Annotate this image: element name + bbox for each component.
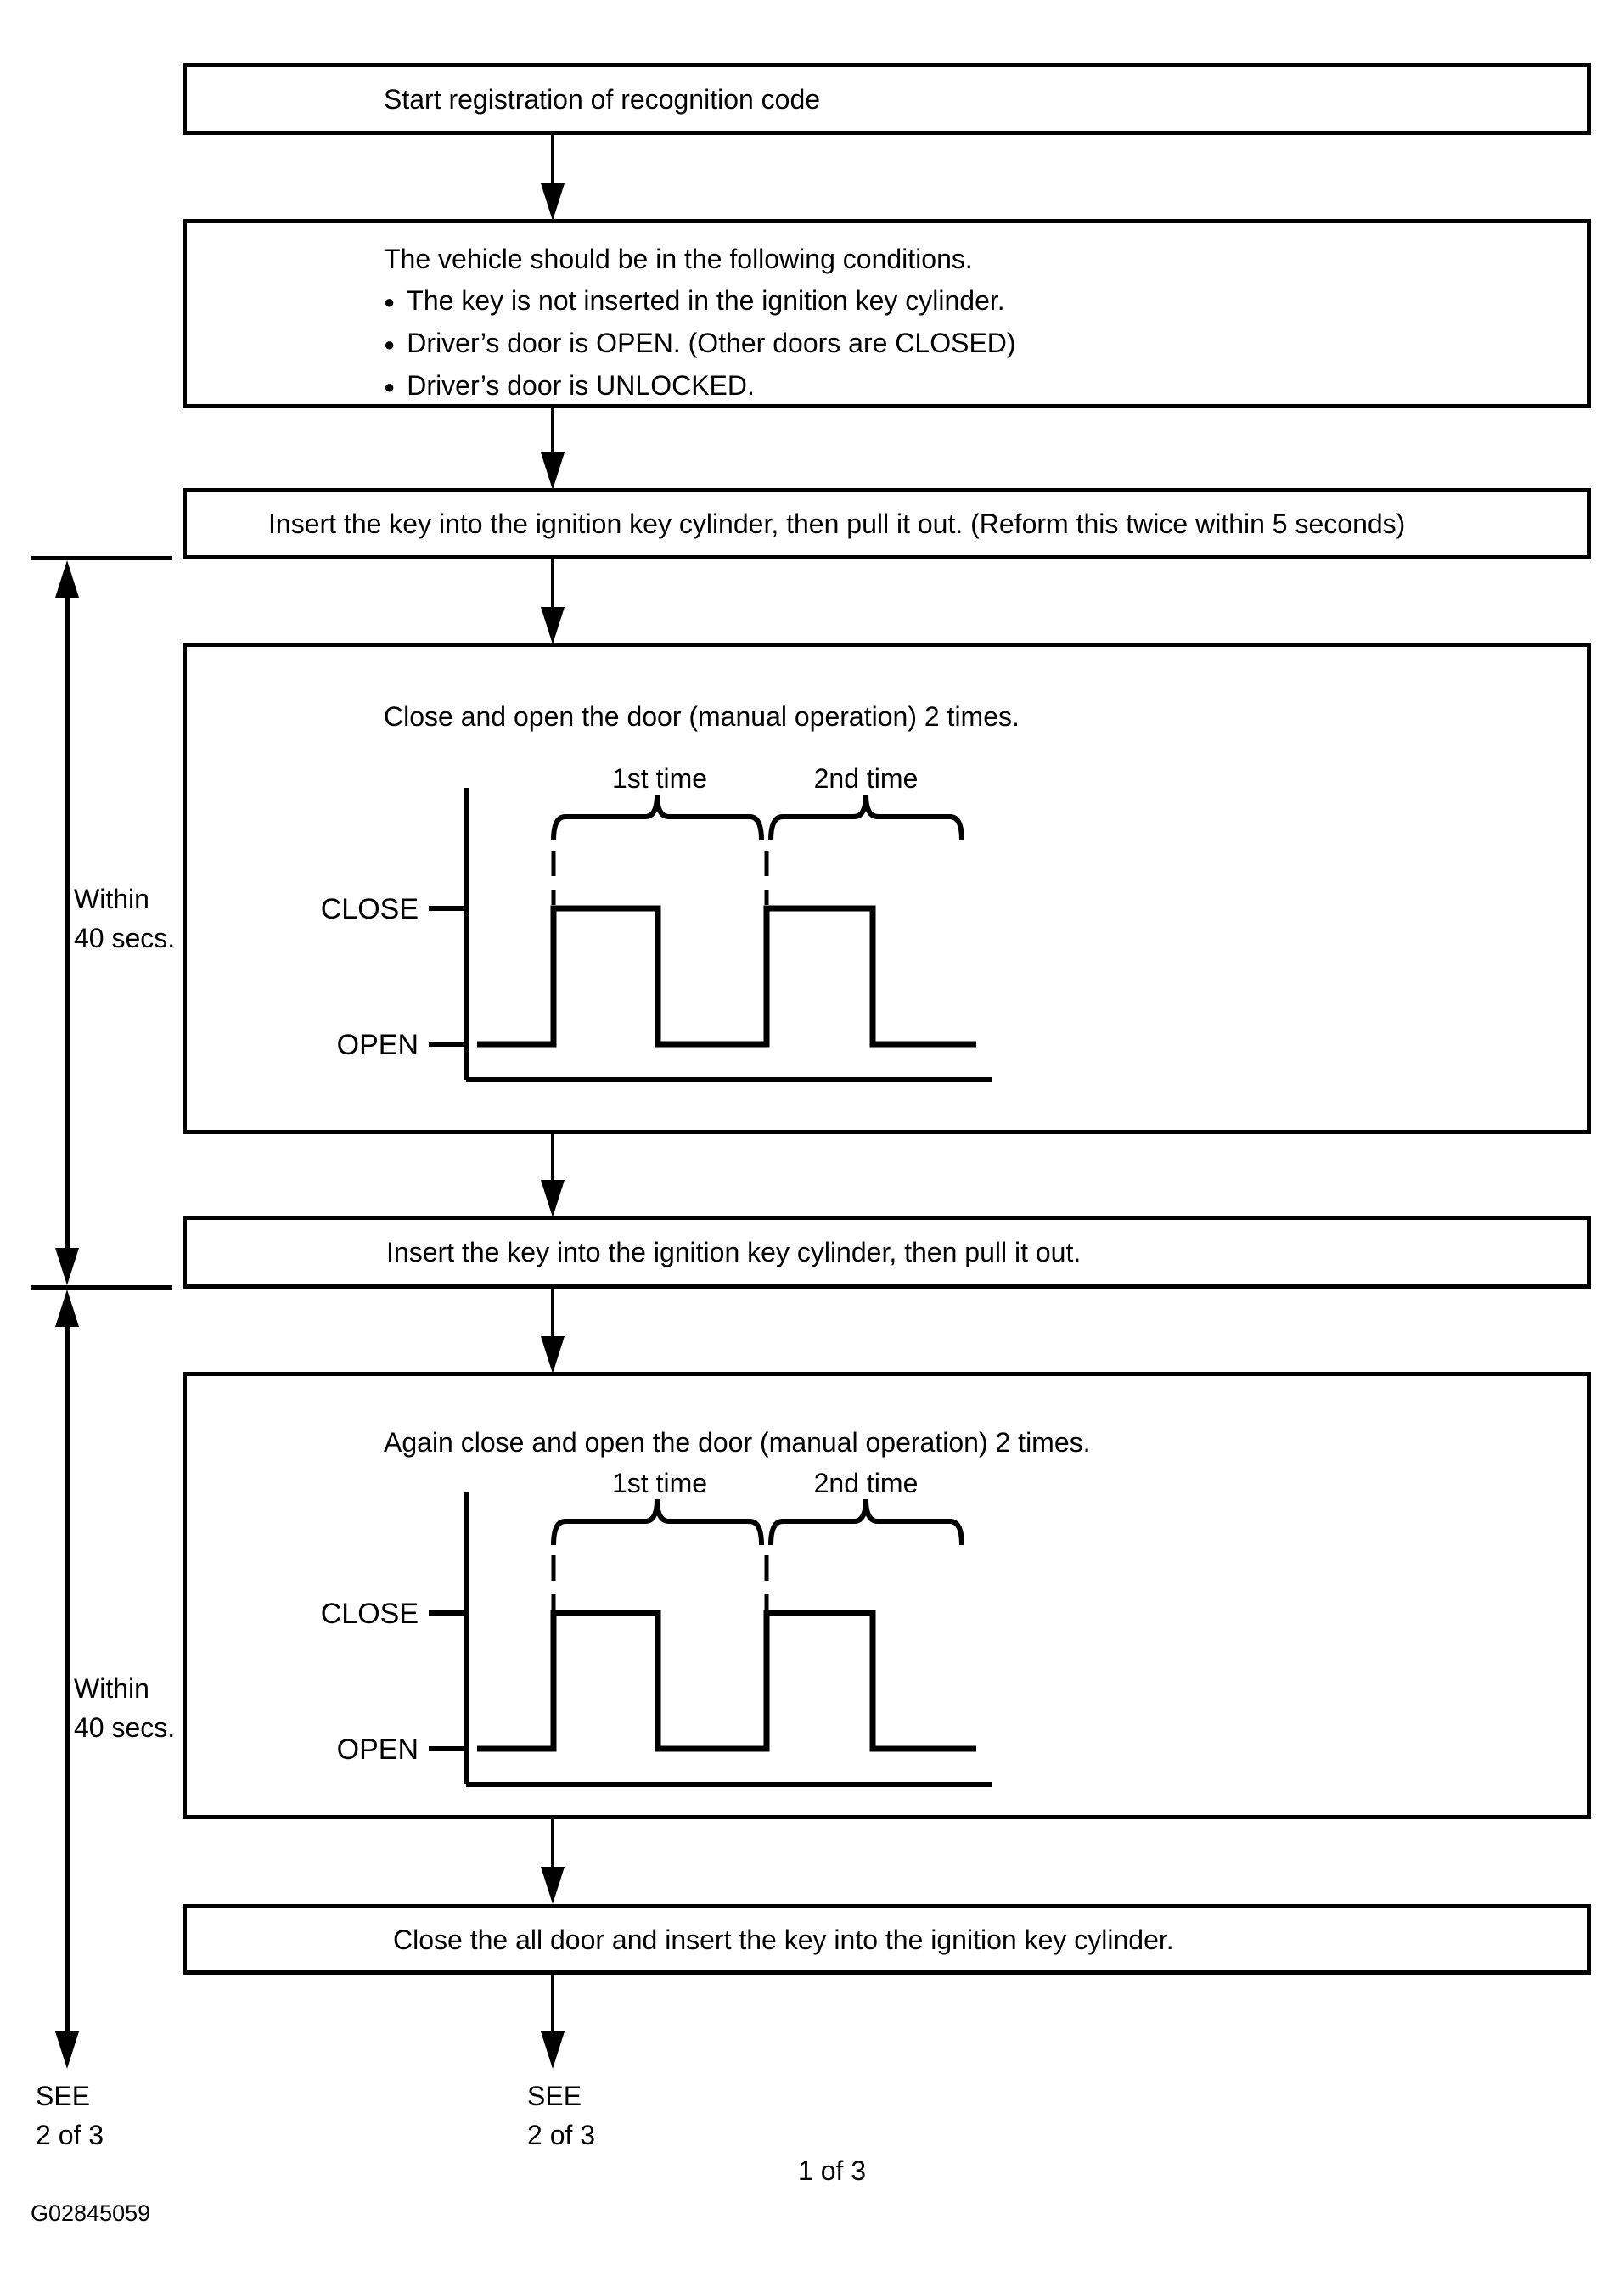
- close-level-label: CLOSE: [321, 893, 419, 925]
- see-label-line1: SEE: [36, 2081, 91, 2111]
- step6-box: Again close and open the door (manual op…: [183, 1372, 1591, 1819]
- connector-7-line: [551, 1975, 554, 2034]
- waveform-2nd-time-label: 2nd time: [814, 763, 919, 794]
- within-label-line2: 40 secs.: [74, 1712, 176, 1743]
- brace-2nd-time: [768, 794, 964, 841]
- see-label-line1: SEE: [527, 2081, 582, 2111]
- step2-box: The vehicle should be in the following c…: [183, 219, 1591, 408]
- waveform-axes: [464, 1492, 992, 1787]
- step6-title: Again close and open the door (manual op…: [384, 1427, 1091, 1458]
- brace-1st-time: [551, 794, 764, 841]
- connector-2-line: [551, 407, 554, 457]
- brace-1st-time: [551, 1498, 764, 1546]
- close-level-label: CLOSE: [321, 1598, 419, 1630]
- step1-box: Start registration of recognition code: [183, 63, 1591, 135]
- open-level-label: OPEN: [337, 1734, 419, 1766]
- within-label-line1: Within: [74, 1673, 149, 1704]
- waveform-2nd-time-label: 2nd time: [814, 1468, 919, 1498]
- segment-divider-dashes: [551, 851, 769, 905]
- connector-6-line: [551, 1818, 554, 1872]
- arrow-down-icon: [541, 2031, 565, 2069]
- step7-box: Close the all door and insert the key in…: [183, 1904, 1591, 1975]
- door-signal-trace: [477, 905, 976, 1048]
- bullet-icon: ●: [384, 376, 396, 397]
- door-waveform-1: 1st time 2nd time CLOSE OPEN: [321, 763, 992, 1082]
- arrow-down-icon: [541, 1867, 565, 1904]
- level-ticks: [429, 1610, 466, 1751]
- see-2of3-label-left: SEE 2 of 3: [36, 2076, 104, 2155]
- bullet-icon: ●: [384, 334, 396, 355]
- arrow-down-icon: [541, 183, 565, 221]
- arrow-down-icon: [55, 1248, 79, 1285]
- step1-text: Start registration of recognition code: [384, 83, 821, 115]
- level-ticks: [429, 906, 466, 1047]
- span-tick-top: [31, 556, 172, 560]
- step2-bullet-2: Driver’s door is OPEN. (Other doors are …: [407, 328, 1016, 358]
- segment-divider-dashes: [551, 1555, 769, 1610]
- within-label-line1: Within: [74, 884, 149, 914]
- connector-1-line: [551, 134, 554, 188]
- door-signal-trace: [477, 1610, 976, 1752]
- step3-text: Insert the key into the ignition key cyl…: [268, 509, 1406, 539]
- step2-bullet-3: Driver’s door is UNLOCKED.: [407, 370, 755, 401]
- step7-text: Close the all door and insert the key in…: [393, 1924, 1174, 1955]
- arrow-down-icon: [541, 452, 565, 490]
- connector-4-line: [551, 1133, 554, 1185]
- figure-code: G02845059: [31, 2200, 151, 2226]
- within-40secs-span-1-line: [65, 590, 70, 1256]
- see-label-line2: 2 of 3: [527, 2120, 596, 2150]
- arrow-down-icon: [541, 1180, 565, 1217]
- see-label-line2: 2 of 3: [36, 2120, 104, 2150]
- see-2of3-label-center: SEE 2 of 3: [527, 2076, 595, 2155]
- step3-box: Insert the key into the ignition key cyl…: [183, 488, 1591, 559]
- arrow-down-icon: [541, 607, 565, 644]
- span-tick-middle: [31, 1285, 172, 1290]
- arrow-down-icon: [541, 1336, 565, 1374]
- step5-text: Insert the key into the ignition key cyl…: [386, 1237, 1082, 1267]
- within-40secs-span-2-line: [65, 1320, 70, 2037]
- step2-bullet-row: ● Driver’s door is OPEN. (Other doors are…: [384, 323, 1587, 365]
- waveform-1st-time-label: 1st time: [612, 1468, 707, 1498]
- connector-3-line: [551, 559, 554, 611]
- bullet-icon: ●: [384, 291, 396, 312]
- within-label-line2: 40 secs.: [74, 923, 176, 953]
- step2-heading: The vehicle should be in the following c…: [384, 244, 973, 274]
- step5-box: Insert the key into the ignition key cyl…: [183, 1216, 1591, 1289]
- connector-5-line: [551, 1289, 554, 1341]
- within-40secs-label-2: Within 40 secs.: [74, 1669, 175, 1747]
- step4-title: Close and open the door (manual operatio…: [384, 701, 1020, 732]
- open-level-label: OPEN: [337, 1029, 419, 1061]
- brace-2nd-time: [768, 1498, 964, 1546]
- within-40secs-label-1: Within 40 secs.: [74, 879, 175, 958]
- step2-bullet-row: ● Driver’s door is UNLOCKED.: [384, 365, 1587, 407]
- step4-box: Close and open the door (manual operatio…: [183, 643, 1591, 1134]
- step2-bullet-1: The key is not inserted in the ignition …: [407, 285, 1005, 316]
- page-number: 1 of 3: [798, 2155, 867, 2186]
- waveform-axes: [464, 788, 992, 1082]
- waveform-1st-time-label: 1st time: [612, 763, 707, 794]
- door-waveform-2: 1st time 2nd time CLOSE OPEN: [321, 1468, 992, 1787]
- step2-bullet-row: ● The key is not inserted in the ignition…: [384, 280, 1587, 323]
- arrow-down-icon: [55, 2031, 79, 2069]
